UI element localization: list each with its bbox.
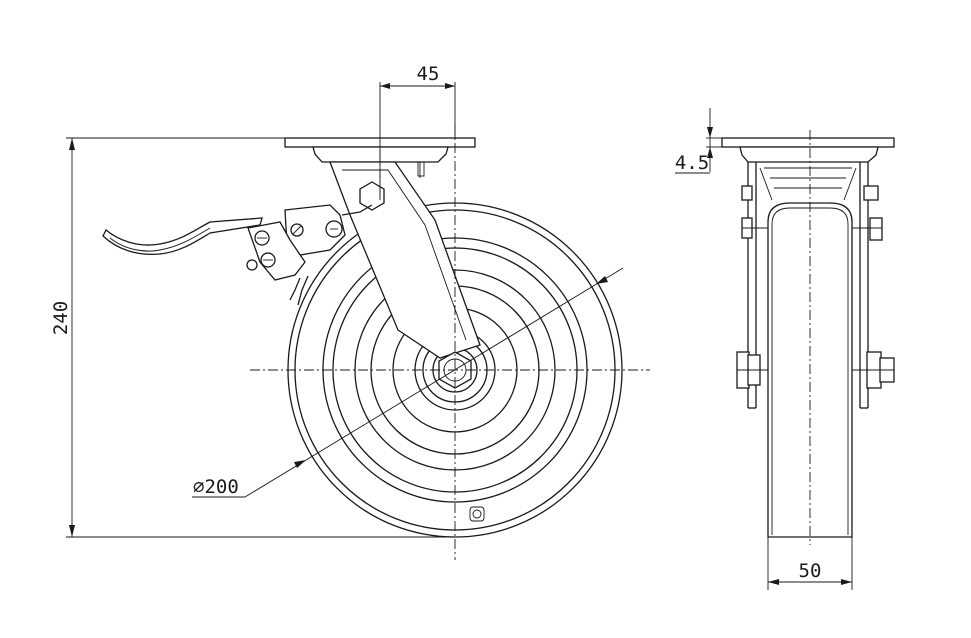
front-view: 4.5 50: [675, 108, 895, 590]
side-view: 45 240 ⌀200: [50, 63, 650, 560]
brake-mechanism: [246, 181, 385, 306]
height-label: 240: [50, 301, 72, 335]
fork-front: [741, 162, 883, 409]
offset-label: 45: [417, 63, 440, 85]
dimension-diameter: ⌀200: [192, 267, 624, 498]
diameter-label: ⌀200: [193, 476, 239, 498]
dimension-offset: 45: [379, 63, 456, 200]
dimension-wheel-width: 50: [767, 537, 853, 590]
plate-thickness-label: 4.5: [675, 152, 709, 174]
dimension-height: 240: [50, 137, 455, 538]
logo-mark: [469, 506, 485, 522]
fork-leg-side: [329, 161, 481, 359]
brake-pedal: [102, 217, 263, 256]
wheel-width-label: 50: [799, 560, 822, 582]
axle-front: [736, 351, 895, 389]
dimension-plate-thickness: 4.5: [675, 108, 722, 174]
top-plate-front: [721, 137, 895, 163]
